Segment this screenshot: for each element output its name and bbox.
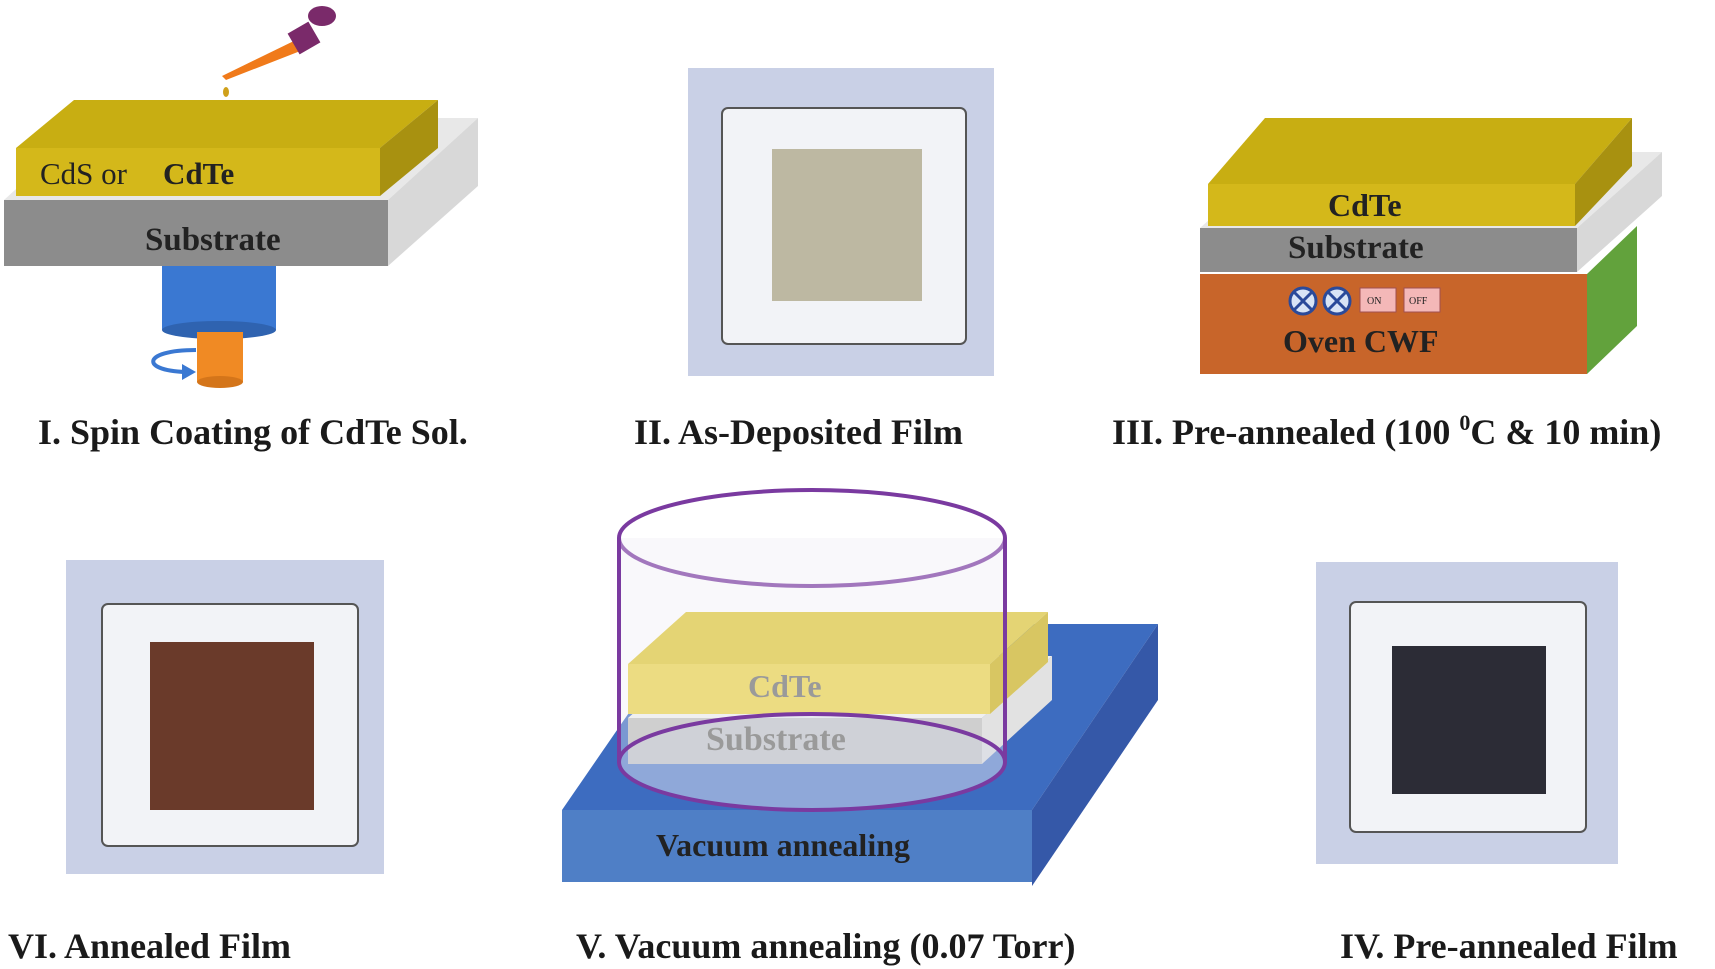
panel-pre-annealed-oven: ON OFF CdTe Substrate Oven CWF III. Pre-…: [1112, 118, 1662, 452]
film-label: CdTe: [748, 668, 822, 704]
oven-switch-off: [1403, 287, 1441, 313]
substrate-label: Substrate: [1288, 230, 1424, 266]
as-deposited-film: [772, 149, 922, 301]
oven-knob-icon: [1288, 286, 1318, 316]
oven-label: Oven CWF: [1283, 323, 1439, 359]
caption-step-1: I. Spin Coating of CdTe Sol.: [38, 412, 468, 452]
panel-as-deposited: II. As-Deposited Film: [634, 68, 994, 452]
substrate-label: Substrate: [706, 721, 846, 758]
panel-spin-coating: CdS or CdTe Substrate I. Spin Coating of…: [4, 6, 478, 452]
substrate-label: Substrate: [145, 222, 281, 258]
bell-jar-bottom: [617, 712, 1007, 812]
film-label-cdte: CdTe: [163, 156, 234, 191]
dropper-icon: [222, 6, 336, 97]
pre-annealed-film: [1392, 646, 1546, 794]
panel-pre-annealed-film: IV. Pre-annealed Film: [1316, 562, 1678, 966]
panel-annealed: VI. Annealed Film: [8, 560, 384, 966]
vacuum-base-label: Vacuum annealing: [656, 827, 910, 863]
oven-switch-on: [1359, 287, 1397, 313]
film-label: CdTe: [1328, 187, 1402, 223]
switch-off-label: OFF: [1409, 296, 1428, 307]
caption-step-3: III. Pre-annealed (100 0C & 10 min): [1112, 410, 1661, 452]
film-slab: [16, 100, 438, 196]
panel-vacuum-annealing: CdTe Substrate Vacuum annealing V. Vacuu…: [562, 488, 1158, 966]
film-slab: [1208, 118, 1632, 226]
caption-step-4: IV. Pre-annealed Film: [1340, 926, 1678, 966]
film-slab: [628, 612, 1048, 714]
caption-step-2: II. As-Deposited Film: [634, 412, 963, 452]
caption-step-5: V. Vacuum annealing (0.07 Torr): [576, 926, 1075, 966]
oven-knob-icon: [1322, 286, 1352, 316]
caption-step-6: VI. Annealed Film: [8, 926, 291, 966]
spin-chuck-icon: [162, 262, 276, 388]
rotation-arrow-icon: [151, 348, 197, 380]
switch-on-label: ON: [1367, 296, 1381, 307]
film-label-cds: CdS or: [40, 156, 128, 191]
annealed-film: [150, 642, 314, 810]
